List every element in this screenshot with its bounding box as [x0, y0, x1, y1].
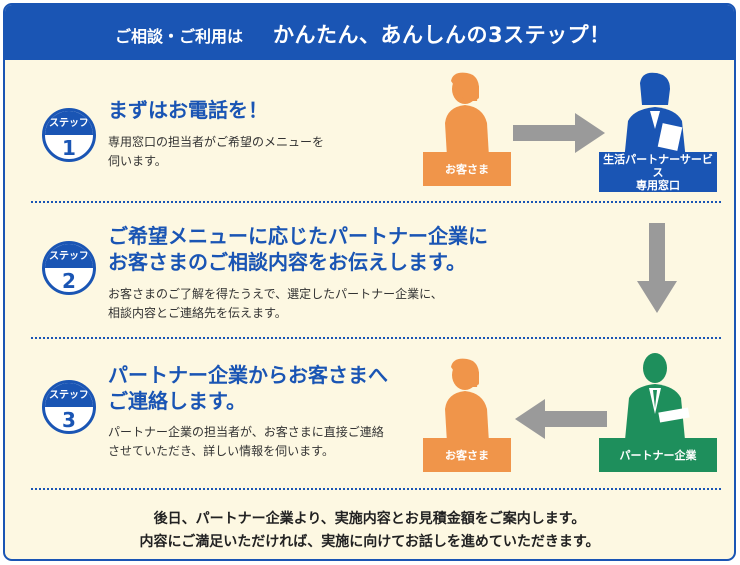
- header-bar: ご相談・ご利用は かんたん、あんしんの3ステップ！: [5, 5, 734, 60]
- businessman-icon: [625, 353, 690, 440]
- step-3-badge-label: ステップ: [45, 383, 93, 407]
- step-3-number: 3: [62, 408, 76, 432]
- step-2-heading-line: お客さまのご相談内容をお伝えします。: [108, 250, 466, 274]
- step-3-heading: パートナー企業からお客さまへ ご連絡します。: [108, 362, 388, 414]
- step-1-badge: ステップ 1: [42, 108, 96, 162]
- step-3-body-line: パートナー企業の担当者が、お客さまに直接ご連絡: [108, 425, 384, 439]
- footer-line-2: 内容にご満足いただければ、実施に向けてお話しを進めていただきます。: [139, 534, 600, 550]
- header-lead: ご相談・ご利用は: [115, 27, 244, 46]
- service-desk-label-line2: 専用窓口: [636, 178, 680, 192]
- step-3-badge: ステップ 3: [42, 380, 96, 434]
- step-2-heading: ご希望メニューに応じたパートナー企業に お客さまのご相談内容をお伝えします。: [108, 223, 488, 275]
- footer-line-1: 後日、パートナー企業より、実施内容とお見積金額をご案内します。: [153, 511, 586, 527]
- divider: [31, 337, 721, 339]
- partner-label: パートナー企業: [599, 438, 717, 472]
- step-1-heading-line: まずはお電話を！: [108, 98, 268, 122]
- step-2-number: 2: [62, 269, 76, 293]
- arrow-down-icon: [637, 223, 677, 313]
- operator-icon: [624, 72, 686, 161]
- customer-label: お客さま: [423, 438, 511, 472]
- arrow-right-icon: [513, 113, 605, 153]
- header-title: かんたん、あんしんの3ステップ！: [273, 23, 611, 47]
- arrow-left-icon: [515, 399, 607, 439]
- customer-label: お客さま: [423, 152, 511, 186]
- divider: [31, 201, 721, 203]
- step-2-body-line: お客さまのご了解を得たうえで、選定したパートナー企業に、: [108, 287, 443, 301]
- step-2-badge: ステップ 2: [42, 241, 96, 295]
- step-2-body: お客さまのご了解を得たうえで、選定したパートナー企業に、 相談内容とご連絡先を伝…: [108, 285, 443, 323]
- step-3-heading-line: パートナー企業からお客さまへ: [108, 363, 388, 387]
- step-3-body-line: させていただき、詳しい情報を伺います。: [108, 444, 334, 458]
- step-1-heading: まずはお電話を！: [108, 97, 268, 123]
- service-desk-label: 生活パートナーサービス 専用窓口: [599, 152, 717, 192]
- step-1-body: 専用窓口の担当者がご希望のメニューを 伺います。: [108, 133, 324, 171]
- customer-phone-icon: [445, 72, 489, 157]
- service-desk-label-line1: 生活パートナーサービス: [603, 152, 713, 179]
- step-2-body-line: 相談内容とご連絡先を伝えます。: [108, 306, 287, 320]
- step-2-heading-line: ご希望メニューに応じたパートナー企業に: [108, 224, 488, 248]
- step-2-badge-label: ステップ: [45, 244, 93, 268]
- steps-panel: ご相談・ご利用は かんたん、あんしんの3ステップ！ ステップ 1 まずはお電話を…: [3, 3, 736, 561]
- step-1-number: 1: [62, 136, 76, 160]
- step-3-heading-line: ご連絡します。: [108, 389, 246, 413]
- step-1-body-line: 伺います。: [108, 154, 167, 168]
- customer-phone-icon: [445, 358, 489, 443]
- step-3-body: パートナー企業の担当者が、お客さまに直接ご連絡 させていただき、詳しい情報を伺い…: [108, 423, 384, 461]
- step-1-body-line: 専用窓口の担当者がご希望のメニューを: [108, 135, 325, 149]
- step-1-badge-label: ステップ: [45, 111, 93, 135]
- divider: [31, 488, 721, 490]
